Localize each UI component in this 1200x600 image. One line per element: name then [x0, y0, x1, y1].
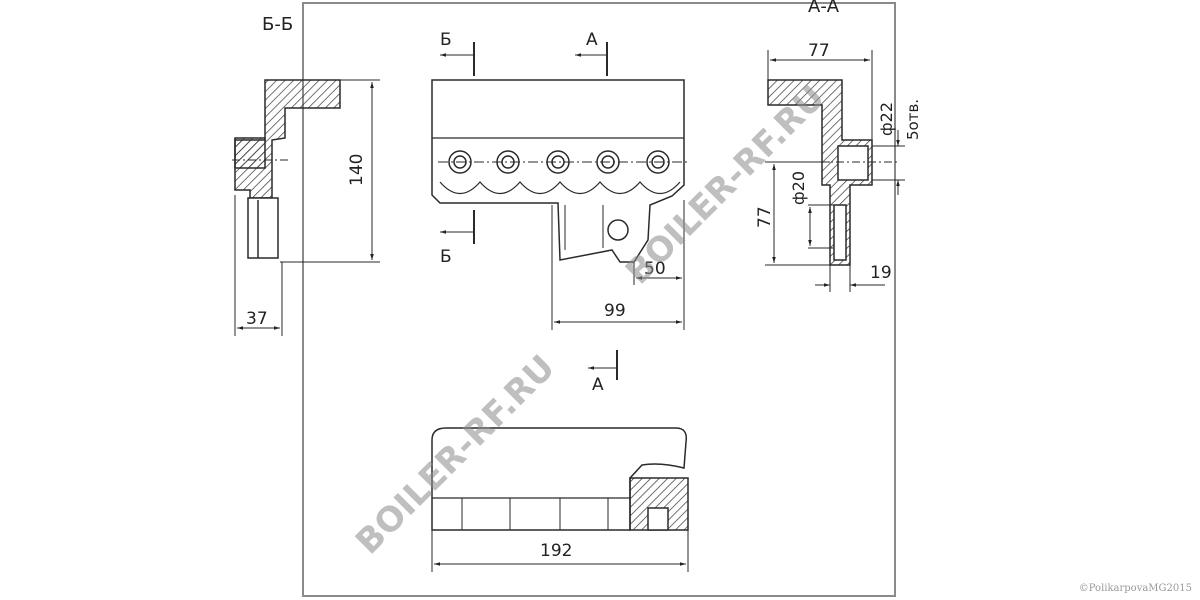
dim-77-side: 77	[755, 206, 775, 228]
dim-140: 140	[347, 154, 367, 186]
section-bb-label: Б-Б	[262, 14, 293, 35]
dim-19: 19	[870, 263, 892, 283]
dim-192: 192	[540, 541, 572, 561]
dim-37: 37	[246, 309, 268, 329]
drawing-frame	[302, 2, 896, 597]
dim-99: 99	[604, 301, 626, 321]
cut-label-b-bottom: Б	[440, 247, 452, 267]
section-aa-view	[765, 50, 905, 292]
dim-77-top: 77	[808, 41, 830, 61]
bottom-view	[431, 427, 689, 572]
cut-label-a-bottom: А	[592, 375, 604, 395]
dim-holes: 5отв.	[904, 99, 922, 140]
copyright-text: ©PolikarpovaMG2015	[1078, 583, 1192, 594]
section-aa-label: А-А	[808, 0, 840, 17]
cut-label-b-top: Б	[440, 30, 452, 50]
section-bb-view	[232, 79, 380, 336]
dim-phi20: ф20	[789, 171, 808, 205]
dim-50: 50	[644, 259, 666, 279]
cut-label-a-top: А	[586, 30, 598, 50]
dim-phi22: ф22	[877, 102, 896, 136]
front-view	[431, 42, 690, 380]
